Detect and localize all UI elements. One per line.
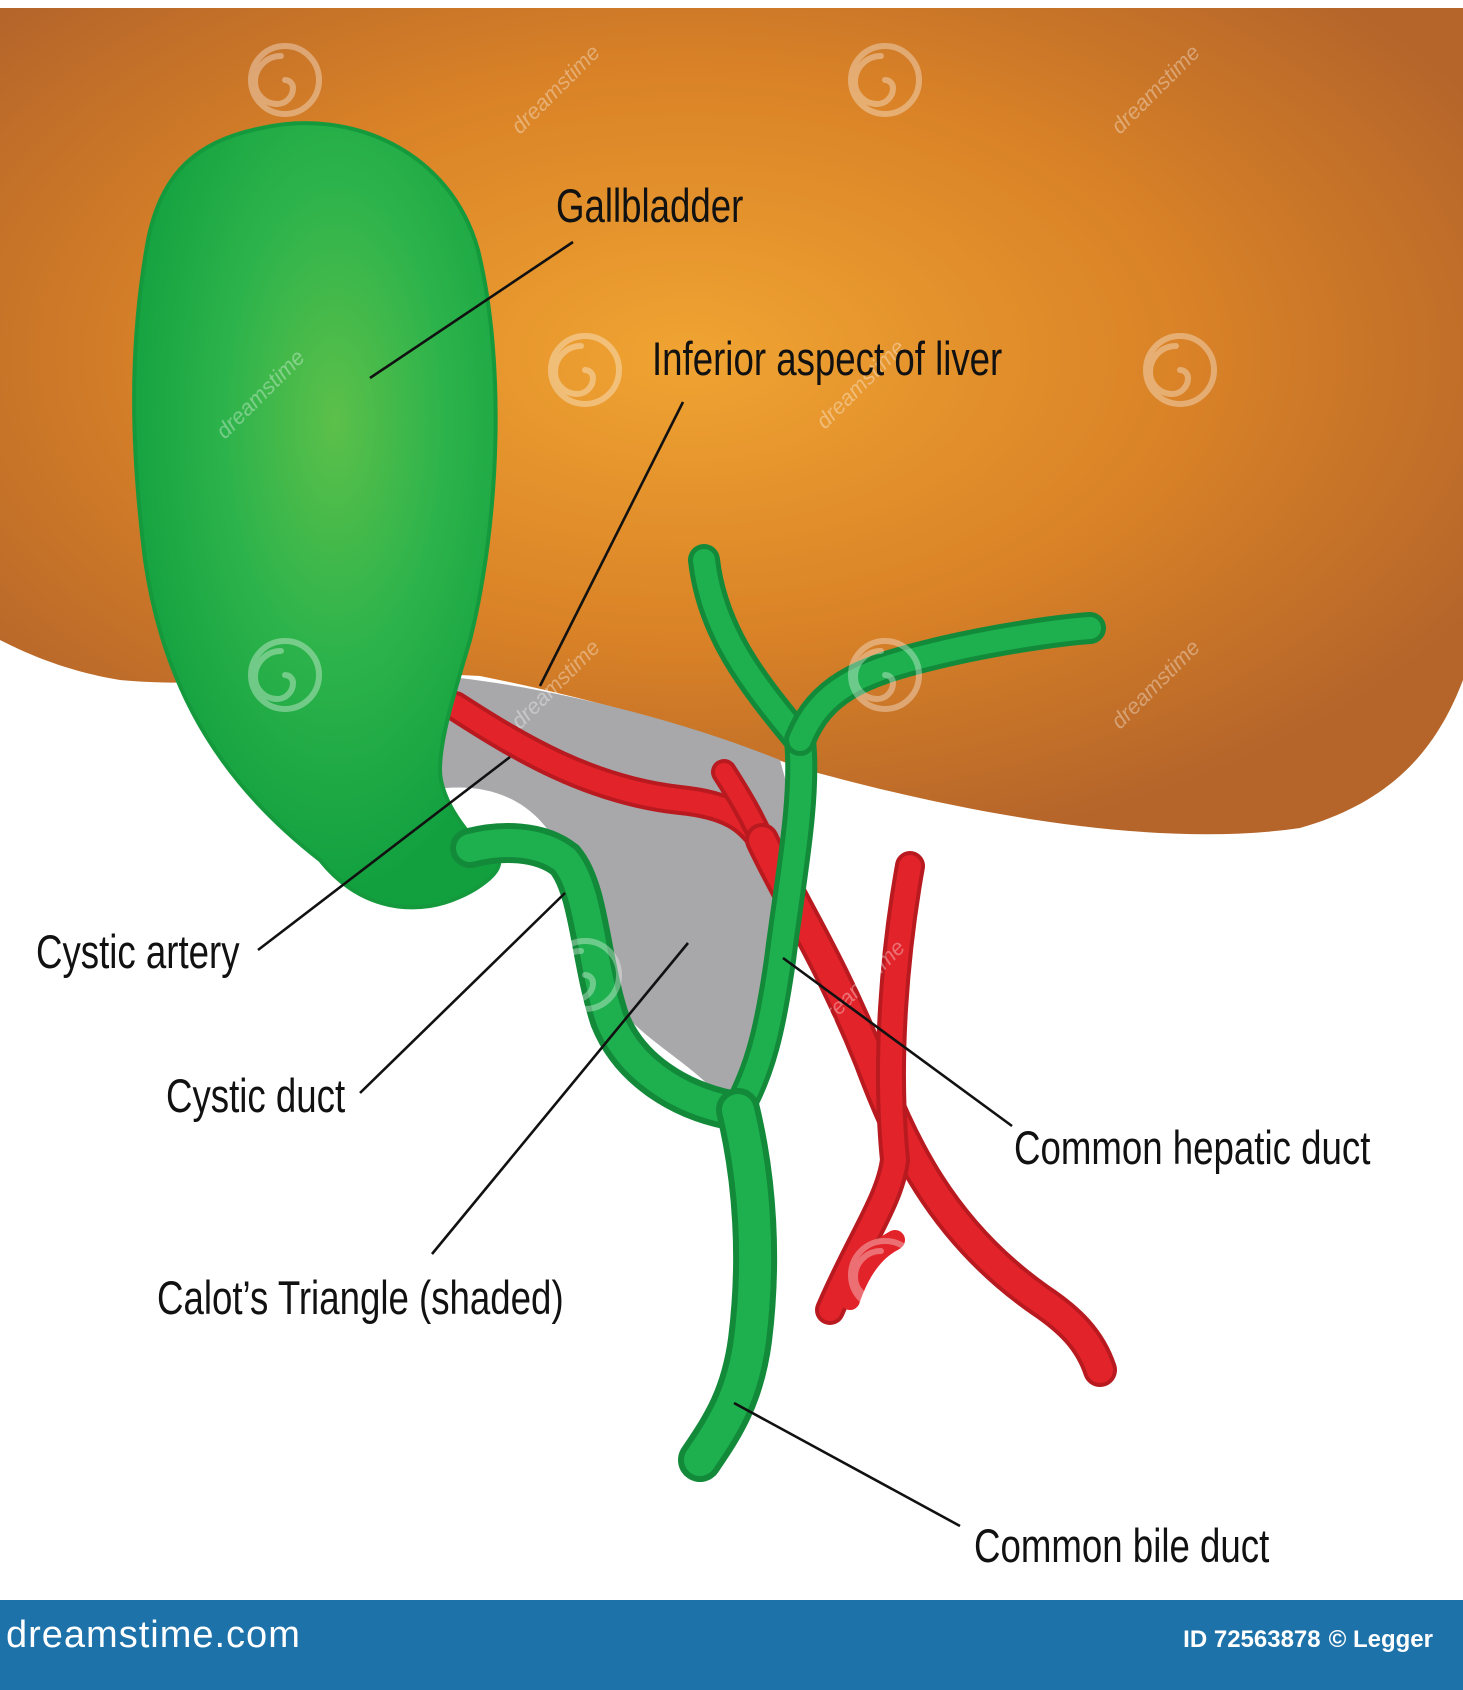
calots-triangle-diagram: dreamstime dreamstime dreamstime dreamst… [0, 8, 1463, 1600]
label-common-bile-duct: Common bile duct [974, 1520, 1270, 1572]
label-gallbladder: Gallbladder [556, 180, 743, 232]
footer-site[interactable]: dreamstime.com [6, 1614, 301, 1656]
label-cystic-artery: Cystic artery [36, 926, 240, 978]
inferior-liver-leader [538, 401, 685, 687]
footer-image-id: ID 72563878 [1183, 1626, 1321, 1653]
common-bile-duct-leader [733, 1401, 961, 1528]
label-calots-triangle: Calot’s Triangle (shaded) [157, 1272, 564, 1324]
footer-bar: dreamstime.com ID 72563878 © Legger [0, 1600, 1463, 1690]
calots-triangle-leader [430, 942, 690, 1255]
common-hepatic-duct-leader [782, 956, 1013, 1128]
cystic-duct-leader [359, 892, 566, 1094]
cystic-artery-leader [257, 755, 511, 952]
calots-triangle-region [430, 678, 802, 1108]
gallbladder-leader [369, 240, 574, 380]
gallbladder-organ [132, 121, 501, 910]
footer-author[interactable]: © Legger [1328, 1626, 1433, 1653]
label-common-hepatic-duct: Common hepatic duct [1014, 1122, 1371, 1174]
label-inferior-liver: Inferior aspect of liver [652, 333, 1002, 385]
label-cystic-duct: Cystic duct [166, 1070, 345, 1122]
footer-credit: ID 72563878 © Legger [1183, 1626, 1433, 1654]
